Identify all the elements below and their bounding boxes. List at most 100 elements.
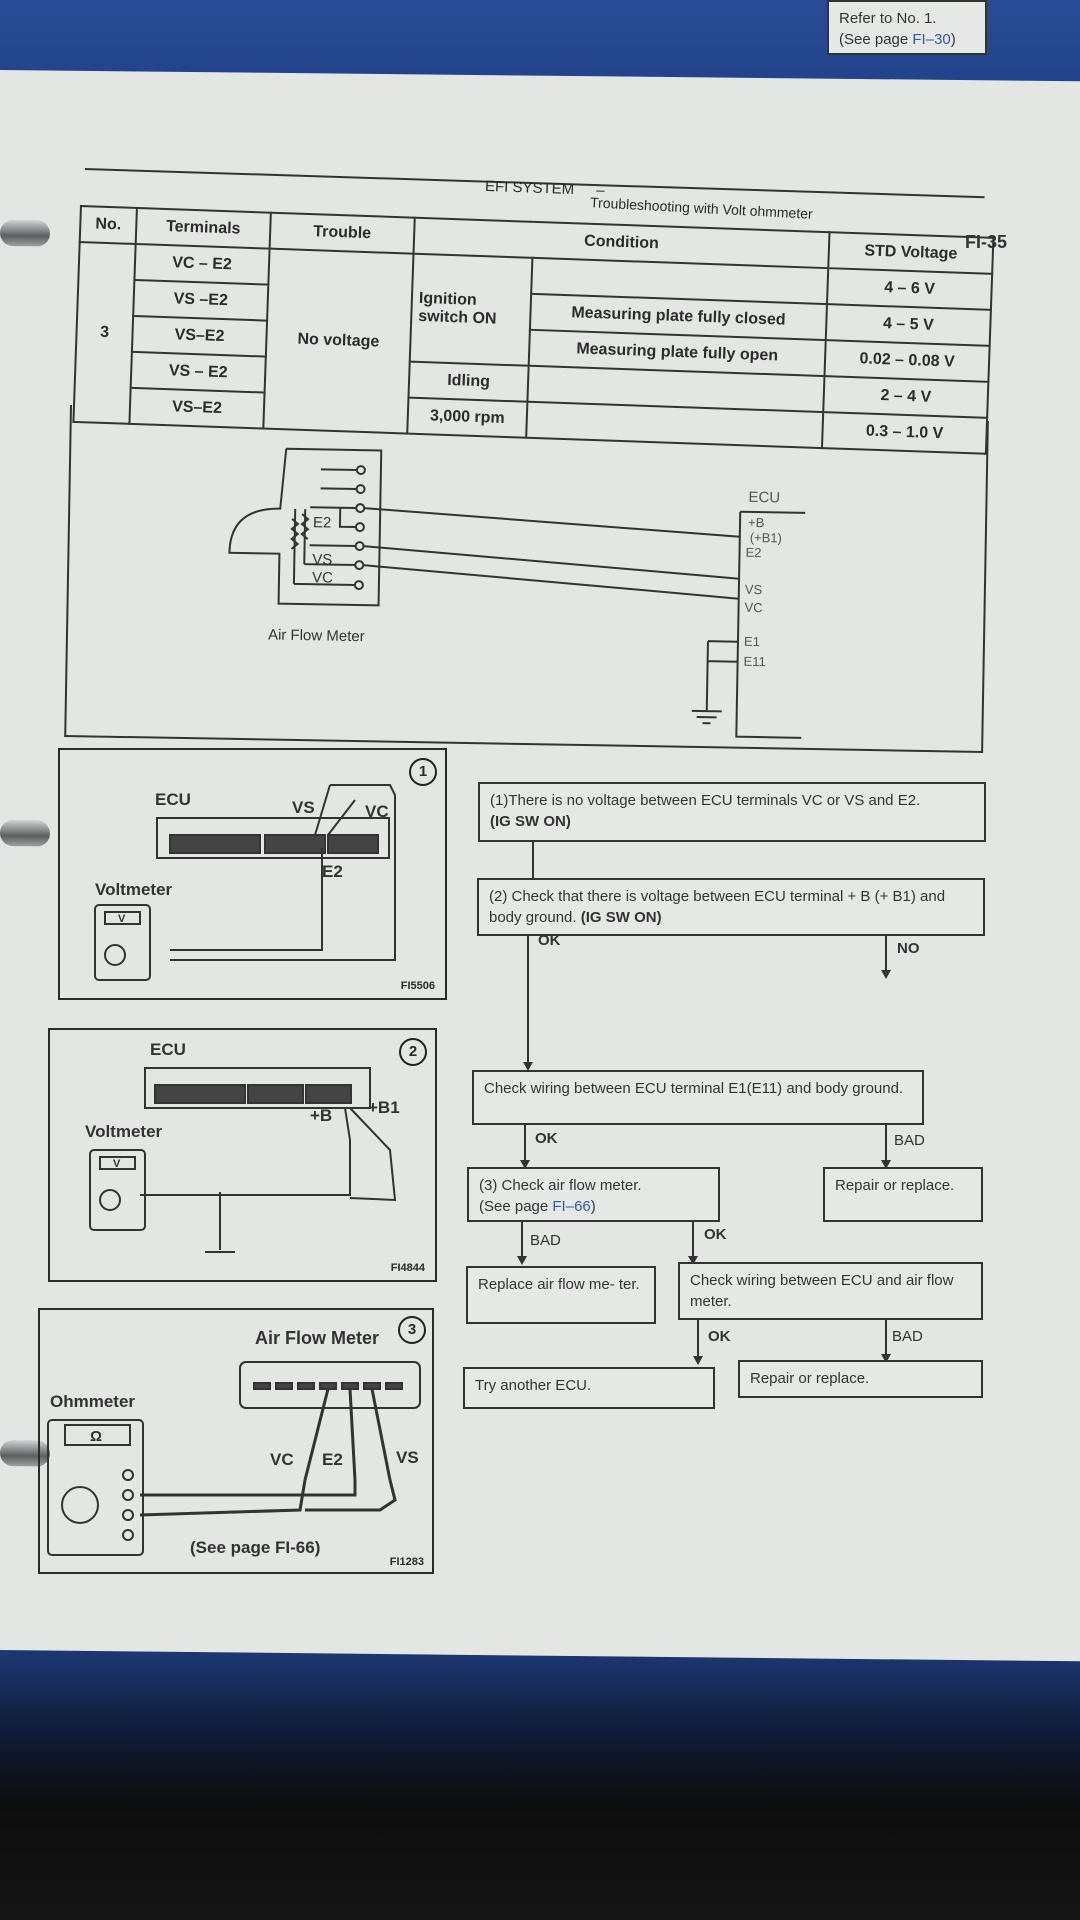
probe-vs: VS	[292, 798, 315, 817]
ohmmeter-icon	[47, 1419, 144, 1556]
flow-repair-1: Repair or replace.	[823, 1167, 983, 1222]
label-ok: OK	[708, 1328, 731, 1345]
ecu-terminal-b1: (+B1)	[749, 529, 783, 546]
label-bad: BAD	[892, 1328, 923, 1345]
refer-close: )	[950, 31, 956, 48]
flow-replace-meter: Replace air flow me- ter.	[466, 1266, 656, 1324]
flow-wiring-check-2: Check wiring between ECU and air flow me…	[678, 1262, 983, 1320]
figure-id: FI4844	[390, 1262, 425, 1274]
figure-number: 3	[398, 1316, 426, 1344]
probe-e2: E2	[322, 1450, 343, 1469]
voltmeter-symbol: V	[118, 913, 126, 925]
flow-step-2: (2) Check that there is voltage between …	[477, 878, 985, 936]
step1-text: (1)There is no voltage between ECU termi…	[490, 792, 921, 809]
std-voltage-cell: 4 – 6 V	[826, 268, 993, 310]
flow-connector	[697, 1320, 699, 1362]
ohmmeter-label: Ohmmeter	[50, 1392, 136, 1411]
col-std-voltage: STD Voltage	[828, 232, 994, 274]
figure-2: 2 ECU +B +B1 Voltmeter V FI4844	[48, 1028, 437, 1282]
meter-terminal-vs: VS	[312, 551, 333, 569]
meter-terminal-e2: E2	[312, 514, 332, 532]
arrow-down-icon	[881, 1354, 891, 1363]
terminals-cell: VS–E2	[131, 315, 268, 357]
ohmmeter-drawing: Ω	[47, 1361, 421, 1556]
flow-connector	[521, 1222, 523, 1262]
resistor-symbol	[290, 518, 300, 550]
replace-text: Replace air flow me- ter.	[478, 1276, 640, 1293]
air-flow-meter-connector	[239, 1361, 421, 1409]
arrow-down-icon	[693, 1356, 703, 1365]
figure-id: FI5506	[400, 980, 435, 992]
ecu-label: ECU	[155, 790, 191, 809]
flow-step-3: (3) Check air flow meter. (See page FI–6…	[467, 1167, 720, 1222]
probe-b: +B	[310, 1106, 333, 1125]
air-flow-meter-body	[228, 447, 383, 607]
page-link-fi30[interactable]: FI–30	[912, 31, 951, 48]
flow-connector	[527, 936, 529, 1066]
binder-ring	[0, 220, 50, 247]
ecu-body	[735, 511, 802, 739]
ecu-connector-drawing: V	[94, 784, 396, 981]
ecu-label: ECU	[150, 1040, 186, 1059]
flow-connector	[532, 842, 534, 880]
label-ok: OK	[704, 1226, 727, 1243]
figure-number: 1	[409, 758, 437, 786]
figure-3: 3 Air Flow Meter Ohmmeter VC E2 VS (See …	[38, 1308, 434, 1574]
voltmeter-icon	[89, 1149, 146, 1231]
air-flow-meter-label: Air Flow Meter	[267, 626, 365, 646]
step3-see: (See page	[479, 1198, 553, 1215]
refer-see: (See page	[839, 31, 913, 48]
try-ecu-text: Try another ECU.	[475, 1377, 592, 1394]
ecu-label: ECU	[748, 488, 781, 507]
probe-b1: +B1	[368, 1098, 400, 1117]
repair1-text: Repair or replace.	[835, 1177, 955, 1194]
std-voltage-cell: 4 – 5 V	[825, 304, 991, 346]
wire-vc	[363, 564, 739, 600]
figure-1: 1 ECU VS VC E2 Voltmeter V FI5506	[58, 748, 447, 1000]
step1-bold: (IG SW ON)	[490, 813, 571, 830]
terminals-cell: VS – E2	[130, 351, 266, 393]
arrow-down-icon	[881, 1160, 891, 1169]
ohm-symbol: Ω	[90, 1428, 102, 1445]
see-page-note: (See page FI-66)	[190, 1538, 321, 1557]
col-no: No.	[79, 206, 137, 244]
page-link-fi66[interactable]: FI–66	[552, 1198, 591, 1215]
arrow-down-icon	[520, 1160, 530, 1169]
condition-ignition: Ignition switch ON	[409, 253, 533, 366]
flow-refer: Refer to No. 1. (See page FI–30)	[827, 0, 987, 55]
ecu-terminal-e11: E11	[743, 653, 766, 670]
arrow-down-icon	[688, 1256, 698, 1265]
wire-e2	[364, 507, 740, 538]
voltmeter-symbol: V	[113, 1158, 121, 1170]
flow-connector	[885, 1320, 887, 1360]
flow-wiring-check-1: Check wiring between ECU terminal E1(E11…	[472, 1070, 924, 1125]
voltmeter-label: Voltmeter	[85, 1122, 163, 1141]
label-bad: BAD	[894, 1132, 925, 1149]
step2-bold: (IG SW ON)	[580, 909, 662, 926]
std-voltage-cell: 0.02 – 0.08 V	[824, 340, 990, 382]
flow-step-1: (1)There is no voltage between ECU termi…	[478, 782, 986, 842]
col-trouble: Trouble	[269, 212, 415, 254]
figure-id: FI1283	[389, 1556, 424, 1568]
ecu-terminal-e1: E1	[743, 633, 761, 650]
row-number: 3	[73, 242, 136, 424]
voltmeter-icon	[94, 904, 151, 981]
label-ok: OK	[538, 932, 561, 949]
label-no: NO	[897, 940, 920, 957]
wiring-schematic: E2 VS VC Air Flow Meter ECU +B (+B1) E2 …	[64, 405, 989, 753]
air-flow-meter-label: Air Flow Meter	[255, 1328, 380, 1348]
section-name: EFI SYSTEM	[484, 177, 575, 199]
binder-ring	[0, 820, 50, 847]
figure-number: 2	[399, 1038, 427, 1066]
meter-terminal-vc: VC	[311, 569, 334, 587]
probe-e2: E2	[322, 862, 343, 881]
ecu-terminal-vs: VS	[744, 581, 763, 598]
arrow-down-icon	[881, 970, 891, 979]
flow-connector	[692, 1222, 694, 1262]
ecu-terminal-e2: E2	[745, 544, 762, 561]
flow-try-ecu: Try another ECU.	[463, 1367, 715, 1409]
step3-text: (3) Check air flow meter.	[479, 1177, 642, 1194]
ecu-terminal-vc: VC	[744, 599, 763, 616]
schematic-drawing	[228, 447, 806, 739]
arrow-down-icon	[517, 1256, 527, 1265]
